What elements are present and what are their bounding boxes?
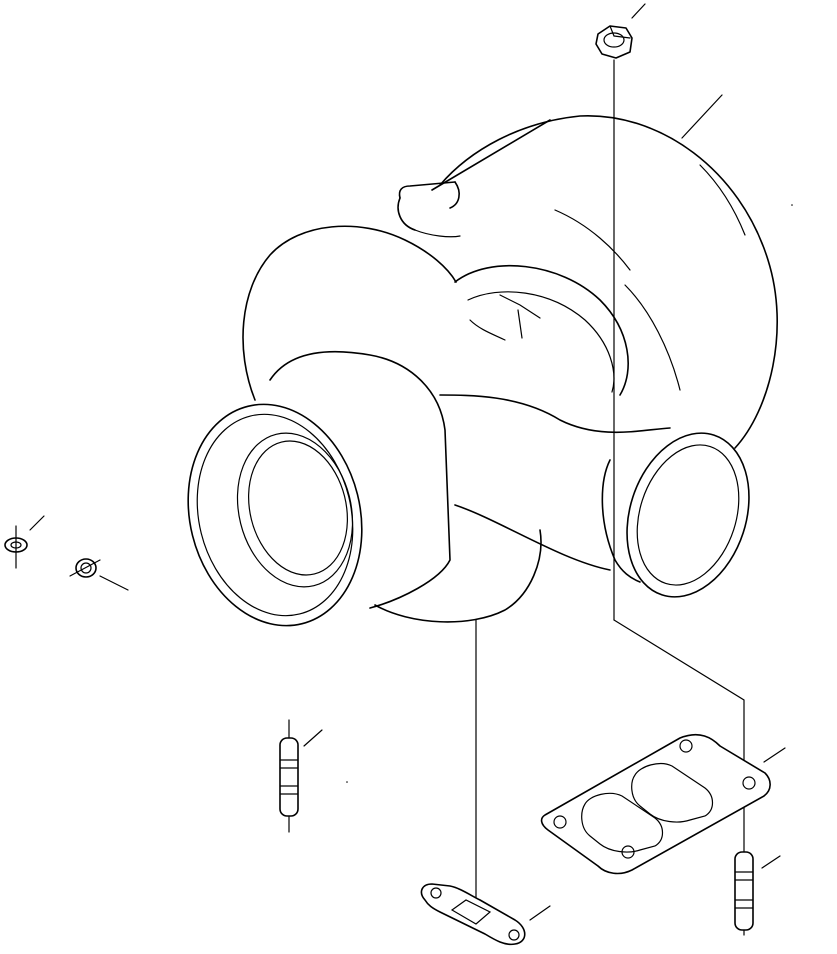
twin-port-gasket-icon [540, 733, 786, 875]
flange-gasket-icon [420, 883, 551, 946]
leader-line [681, 94, 723, 139]
stud-icon [734, 851, 781, 936]
o-ring-icon [4, 515, 45, 569]
speck [346, 781, 348, 783]
turbocharger-icon [187, 115, 778, 627]
hex-nut-icon [595, 3, 646, 59]
stud-icon [279, 719, 323, 833]
seal-ring-icon [69, 558, 129, 591]
speck [791, 204, 793, 206]
